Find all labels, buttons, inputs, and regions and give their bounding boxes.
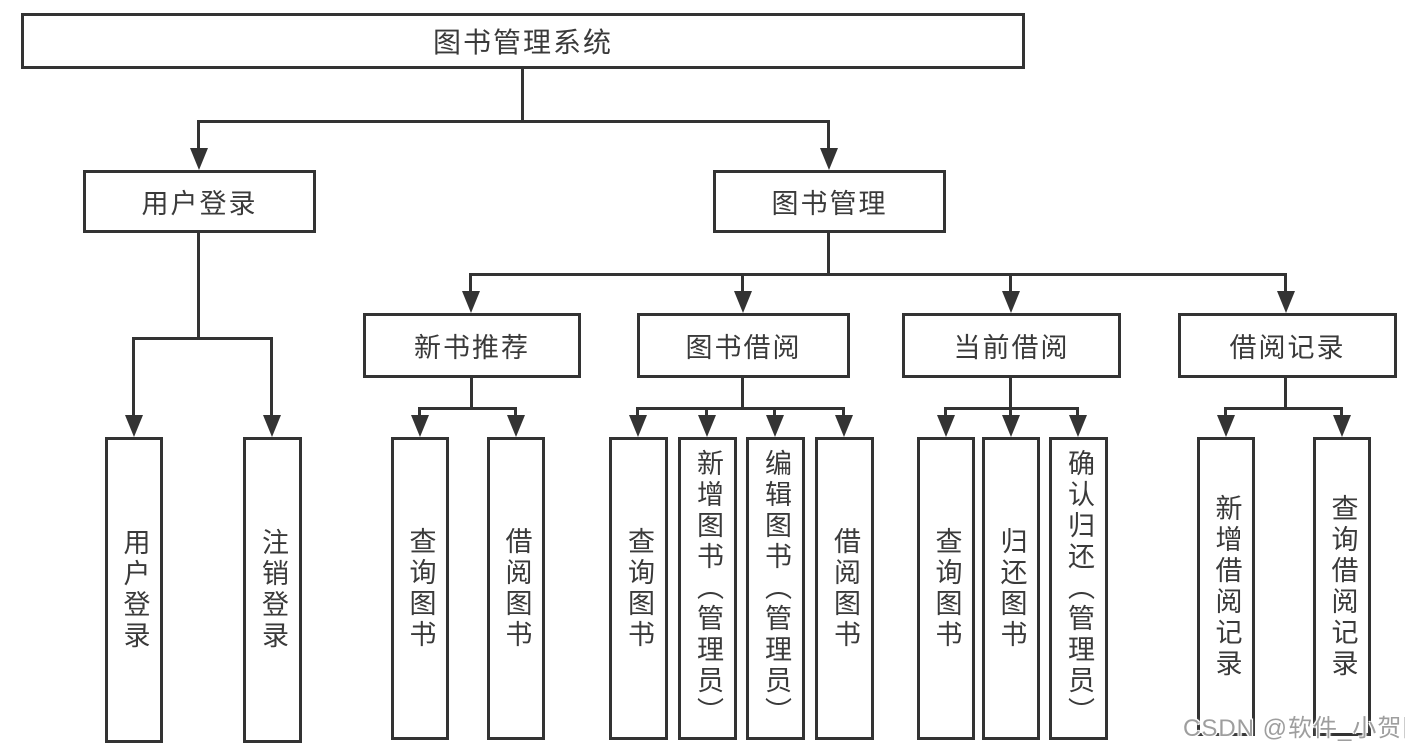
connector-vertical — [1009, 375, 1012, 410]
leaf-logout: 注销登录 — [243, 437, 302, 743]
arrowhead-down-icon — [507, 415, 525, 437]
connector-vertical — [197, 230, 200, 340]
connector-vertical — [1284, 273, 1287, 293]
leaf-query-books: 查询图书 — [391, 437, 449, 740]
leaf-edit-books-admin: 编辑图书（管理员） — [746, 437, 805, 740]
connector-vertical — [1224, 407, 1227, 417]
arrowhead-down-icon — [1217, 415, 1235, 437]
connector-vertical — [944, 407, 947, 417]
connector-horizontal — [418, 407, 517, 410]
arrowhead-down-icon — [629, 415, 647, 437]
connector-vertical — [270, 337, 273, 417]
node-user-login: 用户登录 — [83, 170, 316, 233]
leaf-query-books: 查询图书 — [609, 437, 668, 740]
leaf-return-books: 归还图书 — [982, 437, 1040, 740]
connector-vertical — [705, 407, 708, 417]
connector-vertical — [827, 120, 830, 152]
node-book-management: 图书管理 — [713, 170, 946, 233]
arrowhead-down-icon — [462, 291, 480, 313]
leaf-borrow-books: 借阅图书 — [487, 437, 545, 740]
arrowhead-down-icon — [1333, 415, 1351, 437]
connector-horizontal — [469, 273, 1287, 276]
connector-vertical — [514, 407, 517, 417]
connector-vertical — [1076, 407, 1079, 417]
arrowhead-down-icon — [698, 415, 716, 437]
arrowhead-down-icon — [1002, 291, 1020, 313]
connector-vertical — [741, 273, 744, 293]
connector-horizontal — [636, 407, 845, 410]
leaf-add-books-admin: 新增图书（管理员） — [678, 437, 737, 740]
leaf-borrow-books: 借阅图书 — [815, 437, 874, 740]
arrowhead-down-icon — [1277, 291, 1295, 313]
arrowhead-down-icon — [125, 415, 143, 437]
arrowhead-down-icon — [937, 415, 955, 437]
connector-vertical — [1340, 407, 1343, 417]
leaf-add-borrow-record: 新增借阅记录 — [1197, 437, 1255, 736]
arrowhead-down-icon — [766, 415, 784, 437]
arrowhead-down-icon — [835, 415, 853, 437]
arrowhead-down-icon — [820, 148, 838, 170]
node-new-book-recommend: 新书推荐 — [363, 313, 581, 378]
leaf-query-books: 查询图书 — [917, 437, 975, 740]
connector-horizontal — [132, 337, 273, 340]
connector-vertical — [1009, 273, 1012, 293]
node-book-borrowing: 图书借阅 — [637, 313, 850, 378]
leaf-user-login: 用户登录 — [105, 437, 163, 743]
arrowhead-down-icon — [1002, 415, 1020, 437]
connector-vertical — [418, 407, 421, 417]
node-current-borrowing: 当前借阅 — [902, 313, 1121, 378]
arrowhead-down-icon — [734, 291, 752, 313]
connector-vertical — [132, 337, 135, 417]
connector-vertical — [469, 273, 472, 293]
connector-vertical — [197, 120, 200, 152]
node-borrowing-records: 借阅记录 — [1178, 313, 1397, 378]
arrowhead-down-icon — [411, 415, 429, 437]
connector-vertical — [470, 375, 473, 410]
connector-vertical — [1284, 375, 1287, 410]
connector-horizontal — [197, 120, 830, 123]
connector-vertical — [741, 375, 744, 410]
arrowhead-down-icon — [263, 415, 281, 437]
connector-vertical — [1009, 407, 1012, 417]
connector-vertical — [636, 407, 639, 417]
arrowhead-down-icon — [190, 148, 208, 170]
csdn-watermark: CSDN @软件_小贺同学 — [1183, 715, 1405, 742]
arrowhead-down-icon — [1069, 415, 1087, 437]
node-library-management-system: 图书管理系统 — [21, 13, 1025, 69]
connector-vertical — [521, 66, 524, 123]
connector-horizontal — [1224, 407, 1343, 410]
connector-vertical — [827, 230, 830, 276]
leaf-query-borrow-record: 查询借阅记录 — [1313, 437, 1371, 736]
connector-vertical — [842, 407, 845, 417]
connector-vertical — [773, 407, 776, 417]
leaf-confirm-return-admin: 确认归还（管理员） — [1049, 437, 1108, 740]
